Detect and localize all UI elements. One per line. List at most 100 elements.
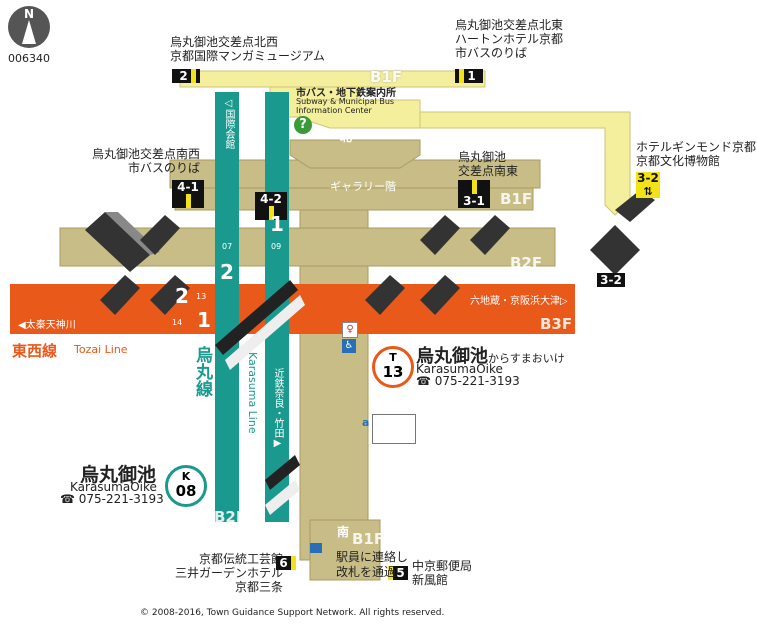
copyright: © 2008-2016, Town Guidance Support Netwo…	[140, 608, 445, 618]
exit-5-desc: 中京郵便局 新風館	[412, 559, 472, 587]
exit-32-bottom-badge[interactable]: 3-2	[597, 273, 625, 287]
exit-6-line-3: 京都三条	[235, 580, 284, 594]
exit-32-desc: ホテルギンモンド京都 京都文化博物館	[636, 140, 756, 168]
exit-31-line-2: 交差点南東	[458, 164, 519, 178]
station-phone-t13: ☎ 075-221-3193	[416, 374, 520, 388]
compass: N	[8, 6, 50, 48]
exit-1-line-2: ハートンホテル京都	[455, 32, 564, 46]
exit-1-badge[interactable]: 1	[455, 69, 483, 83]
exit-5-line-2: 新風館	[412, 573, 449, 587]
north-label: 北	[340, 130, 353, 144]
exit-32-line-2: 京都文化博物館	[636, 154, 721, 168]
exit-5-id: 5	[396, 566, 405, 580]
floor-b1f-top: B1F	[370, 68, 403, 86]
exit-31-line-1: 烏丸御池	[458, 150, 507, 164]
facility-a-label: a	[362, 416, 370, 429]
exit-32-bottom-id: 3-2	[600, 273, 622, 287]
station-letter-k: K	[181, 470, 191, 483]
exit-32-id: 3-2	[637, 171, 659, 185]
exit-1-line-1: 烏丸御池交差点北東	[455, 18, 564, 32]
tozai-code-14: 14	[172, 318, 183, 327]
floor-b1f-bottom: B1F	[352, 530, 385, 548]
karasuma-track-west	[215, 92, 239, 522]
karasuma-name-en: Karasuma Line	[246, 352, 259, 434]
accessible-icon[interactable]: ♿	[342, 339, 356, 353]
karasuma-north-dir: ◁国際会館	[223, 98, 234, 149]
exit-6-id: 6	[279, 556, 288, 570]
exit-marker-icon	[268, 206, 274, 220]
tozai-name-en: Tozai Line	[74, 343, 128, 356]
exit-6-line-2: 三井ガーデンホテル	[175, 566, 284, 580]
floor-b3f: B3F	[540, 315, 573, 333]
station-name-ja-t13: 烏丸御池	[416, 346, 488, 367]
station-num-08: 08	[175, 482, 197, 500]
facility-icons[interactable]	[372, 414, 416, 444]
exit-31-id: 3-1	[463, 194, 485, 208]
tozai-east-dir: 六地蔵・京阪浜大津▷	[470, 296, 568, 307]
station-name-t13: 烏丸御池からすまおいけ	[416, 342, 565, 368]
karasuma-south-dir: 近鉄奈良・竹田▶	[272, 368, 283, 449]
south-note-line-1: 駅員に連絡し	[336, 550, 409, 564]
restroom-icon[interactable]: ♀	[342, 322, 358, 338]
exit-2-line-2: 京都国際マンガミュージアム	[170, 49, 325, 63]
exit-2-id: 2	[179, 69, 188, 83]
exit-41-line-1: 烏丸御池交差点南西	[92, 147, 201, 161]
station-phone-k08: ☎ 075-221-3193	[60, 492, 164, 506]
tozai-west-dir: ◀太秦天神川	[18, 320, 76, 331]
station-badge-t13: T 13	[372, 346, 414, 388]
map-id: 006340	[8, 52, 50, 65]
floor-b2f-bottom: B2F	[214, 508, 247, 526]
exit-32-top-badge[interactable]: 3-2⇅	[636, 172, 660, 198]
upper-concourse	[179, 70, 631, 216]
compass-north-label: N	[23, 7, 35, 21]
exit-2-badge[interactable]: 2	[172, 69, 200, 83]
exit-1-desc: 烏丸御池交差点北東 ハートンホテル京都 市バスのりば	[455, 18, 563, 60]
info-center-title: 市バス・地下鉄案内所	[296, 88, 396, 99]
station-badge-k08: K 08	[165, 465, 207, 507]
exit-marker-icon	[190, 69, 196, 83]
exit-41-line-2: 市バスのりば	[128, 161, 201, 175]
exit-1-line-3: 市バスのりば	[455, 46, 528, 60]
karasuma-code-09: 09	[271, 242, 282, 251]
station-kana-t13: からすまおいけ	[488, 352, 565, 365]
exit-6-desc: 京都伝統工芸館 三井ガーデンホテル 京都三条	[175, 552, 283, 594]
south-note: 駅員に連絡し 改札を通過	[336, 550, 408, 580]
exit-42-id: 4-2	[260, 192, 282, 206]
exit-marker-icon	[290, 556, 296, 570]
karasuma-name-ja: 烏丸線	[192, 346, 212, 397]
exit-32-line-1: ホテルギンモンド京都	[636, 140, 757, 154]
south-note-line-2: 改札を通過	[336, 565, 397, 579]
exit-marker-icon	[459, 69, 465, 83]
floor-b2f-east: B2F	[510, 254, 543, 272]
exit-marker-icon	[388, 566, 394, 580]
stairs-icon: ⇅	[643, 185, 653, 198]
station-name-ja-k08: 烏丸御池	[80, 464, 157, 486]
exit-marker-icon	[185, 194, 191, 208]
exit-2-line-1: 烏丸御池交差点北西	[170, 35, 279, 49]
exit-2-desc: 烏丸御池交差点北西 京都国際マンガミュージアム	[170, 35, 325, 63]
escalators	[85, 190, 655, 515]
exit-1-id: 1	[467, 69, 476, 83]
exit-41-badge[interactable]: 4-1	[172, 180, 204, 208]
tozai-name-ja: 東西線	[12, 342, 58, 360]
tozai-platform-1: 1	[197, 308, 211, 332]
exit-31-badge[interactable]: 3-1	[458, 180, 490, 208]
station-en-k08: KarasumaOike	[70, 480, 157, 494]
exit-41-id: 4-1	[177, 180, 199, 194]
exit-6-badge[interactable]: 6	[276, 556, 296, 570]
exit-6-line-1: 京都伝統工芸館	[199, 552, 284, 566]
exit-5-badge[interactable]: 5	[388, 566, 408, 580]
gate-icon	[310, 543, 322, 553]
tozai-platform-2: 2	[175, 284, 189, 308]
station-num-13: 13	[382, 363, 404, 381]
station-letter-t: T	[389, 351, 397, 364]
exit-marker-icon	[471, 180, 477, 194]
karasuma-platform-2: 2	[220, 260, 234, 284]
question-icon[interactable]: ?	[294, 116, 312, 134]
exit-31-desc: 烏丸御池 交差点南東	[458, 150, 518, 178]
info-center-subtitle: Subway & Municipal Bus Information Cente…	[296, 97, 395, 115]
exit-42-badge[interactable]: 4-2	[255, 192, 287, 220]
south-label: 南	[337, 525, 350, 539]
exit-41-desc: 烏丸御池交差点南西 市バスのりば	[92, 147, 200, 175]
